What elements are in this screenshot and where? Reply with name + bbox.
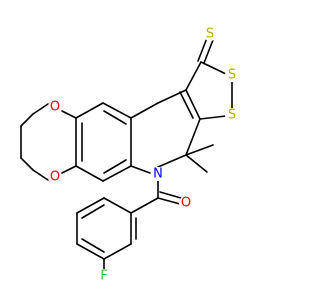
bond-cgem-n xyxy=(157,154,187,168)
oxygen-label: O xyxy=(50,100,60,115)
bond-c1-cring xyxy=(157,89,187,104)
bond-dioxane-3 xyxy=(20,113,34,127)
bond-cthione-s xyxy=(200,61,227,75)
bond-benz-5 xyxy=(75,165,104,182)
molecule-structure-diagram: S S S O O N O F xyxy=(20,26,239,284)
atom-s-ring-b: S xyxy=(225,108,239,123)
bond-c1-c2-double xyxy=(179,91,194,119)
bonds xyxy=(20,37,233,271)
bond-methyl-2 xyxy=(185,154,208,173)
bond-aryl-3 xyxy=(76,243,105,260)
bond-aryl-6 xyxy=(103,197,132,214)
oxygen-label: O xyxy=(181,196,191,211)
sulfur-label: S xyxy=(228,68,236,83)
atom-o-dioxane-top: O xyxy=(48,100,62,115)
bond-aryl-5d xyxy=(81,204,105,219)
bond-benz-6d xyxy=(103,159,127,174)
fluorine-label: F xyxy=(100,269,107,284)
oxygen-label: O xyxy=(50,170,60,185)
bond-cring-cring xyxy=(130,102,159,119)
bond-aryl-2 xyxy=(103,243,132,260)
bond-dioxane-1 xyxy=(61,110,77,119)
bond-c1-c2 xyxy=(185,89,201,120)
bond-benz-3 xyxy=(75,102,104,119)
bond-thione-2 xyxy=(197,37,208,62)
bond-carbonyl-c xyxy=(130,197,159,214)
bond-carbonyl-o-2 xyxy=(159,191,182,199)
bond-aryl-3d xyxy=(81,238,105,253)
sulfur-label: S xyxy=(228,108,236,123)
atom-f-aryl: F xyxy=(97,269,111,284)
bond-c2-cgem xyxy=(185,118,201,156)
bond-carbonyl-o-1 xyxy=(157,197,181,205)
atom-s-ring-a: S xyxy=(225,68,239,83)
bond-methyl-1 xyxy=(185,144,214,156)
atom-labels: S S S O O N O F xyxy=(48,27,239,284)
bond-s-c xyxy=(199,115,227,120)
bond-dioxane-5 xyxy=(20,157,34,171)
sulfur-label: S xyxy=(206,27,214,42)
bond-benz-6 xyxy=(102,165,132,182)
atom-o-dioxane-bottom: O xyxy=(48,170,62,185)
bond-cthione-c1 xyxy=(185,61,202,91)
bond-benz-2 xyxy=(102,102,132,119)
nitrogen-label: N xyxy=(153,167,163,182)
bond-aryl-5 xyxy=(76,197,105,214)
bond-dioxane-6 xyxy=(32,169,49,181)
bond-dioxane-7 xyxy=(61,165,77,174)
atom-s-thione: S xyxy=(203,27,217,42)
atom-o-carbonyl: O xyxy=(179,196,193,211)
bond-thione-1 xyxy=(203,39,214,64)
bond-n-cring xyxy=(130,165,151,174)
bond-dioxane-2 xyxy=(32,103,49,115)
atom-n-ring: N xyxy=(151,167,165,182)
bond-benz-2d xyxy=(103,110,127,125)
